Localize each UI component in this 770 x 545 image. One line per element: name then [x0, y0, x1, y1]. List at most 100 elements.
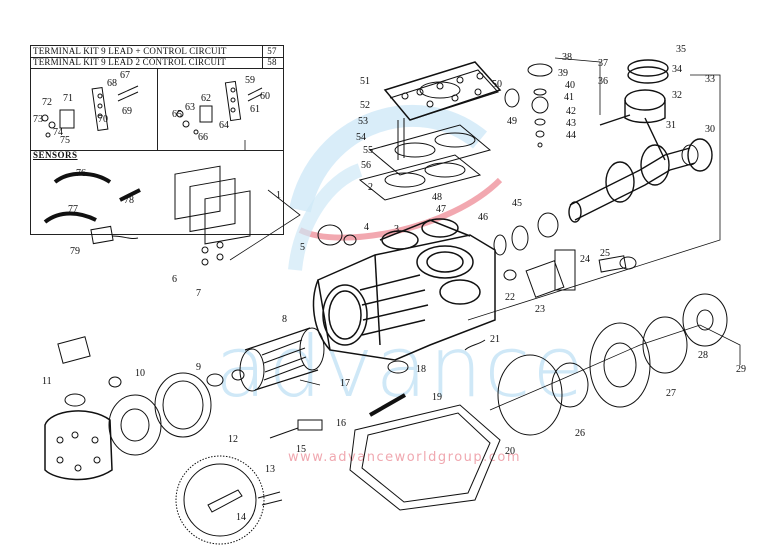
part-label-20: 20 [505, 446, 515, 457]
part-label-10: 10 [135, 368, 145, 379]
part-label-17: 17 [340, 378, 350, 389]
part-label-63: 63 [185, 102, 195, 113]
kit-row-part: 57 [262, 46, 281, 57]
base-gasket [349, 404, 501, 511]
kit-divider [157, 68, 158, 150]
terminal-plates [174, 165, 251, 266]
part-label-55: 55 [363, 145, 373, 156]
terminal-kit-2-control-parts [176, 80, 263, 135]
terminal-kit-9-lead-parts [41, 85, 139, 138]
part-label-26: 26 [575, 428, 585, 439]
part-label-3: 3 [394, 224, 399, 235]
part-label-19: 19 [432, 392, 442, 403]
part-label-69: 69 [122, 106, 132, 117]
part-label-15: 15 [296, 444, 306, 455]
misc-fittings [108, 224, 637, 439]
part-label-76: 76 [76, 168, 86, 179]
part-label-44: 44 [566, 130, 576, 141]
part-label-11: 11 [42, 376, 52, 387]
part-label-35: 35 [676, 44, 686, 55]
part-label-8: 8 [282, 314, 287, 325]
oil-pump-parts [497, 293, 728, 436]
part-label-50: 50 [492, 79, 502, 90]
kit-row-text: TERMINAL KIT 9 LEAD + CONTROL CIRCUIT [33, 46, 227, 56]
part-label-32: 32 [672, 90, 682, 101]
part-label-45: 45 [512, 198, 522, 209]
part-label-30: 30 [705, 124, 715, 135]
part-label-9: 9 [196, 362, 201, 373]
part-label-72: 72 [42, 97, 52, 108]
part-label-21: 21 [490, 334, 500, 345]
part-label-34: 34 [672, 64, 682, 75]
part-label-78: 78 [124, 195, 134, 206]
part-label-2: 2 [368, 182, 373, 193]
sensor-parts [43, 171, 141, 245]
part-label-5: 5 [300, 242, 305, 253]
kit-row-text: TERMINAL KIT 9 LEAD 2 CONTROL CIRCUIT [33, 57, 227, 67]
part-label-14: 14 [236, 512, 246, 523]
part-label-70: 70 [98, 114, 108, 125]
part-label-48: 48 [432, 192, 442, 203]
cylinder-head-cover [383, 61, 502, 121]
part-label-77: 77 [68, 204, 78, 215]
part-label-59: 59 [245, 75, 255, 86]
part-label-61: 61 [250, 104, 260, 115]
part-label-56: 56 [361, 160, 371, 171]
part-label-24: 24 [580, 254, 590, 265]
compressor-body [312, 218, 496, 361]
part-label-22: 22 [505, 292, 515, 303]
part-label-40: 40 [565, 80, 575, 91]
part-label-52: 52 [360, 100, 370, 111]
watermark-url: www.advanceworldgroup.com [288, 450, 522, 465]
part-label-67: 67 [120, 70, 130, 81]
part-label-16: 16 [336, 418, 346, 429]
part-label-12: 12 [228, 434, 238, 445]
part-label-4: 4 [364, 222, 369, 233]
part-label-68: 68 [107, 78, 117, 89]
part-label-74: 74 [53, 127, 63, 138]
part-label-18: 18 [416, 364, 426, 375]
part-label-1: 1 [276, 190, 281, 201]
part-label-46: 46 [478, 212, 488, 223]
sensors-title: SENSORS [33, 150, 78, 160]
kit-row-part: 58 [262, 57, 281, 68]
bearings [493, 144, 699, 256]
part-label-79: 79 [70, 246, 80, 257]
part-label-13: 13 [265, 464, 275, 475]
part-label-33: 33 [705, 74, 715, 85]
part-label-41: 41 [564, 92, 574, 103]
part-label-53: 53 [358, 116, 368, 127]
part-label-75: 75 [60, 135, 70, 146]
end-cover [44, 336, 212, 481]
small-parts-column [504, 63, 553, 148]
part-label-60: 60 [260, 91, 270, 102]
valve-plate-assembly [358, 118, 492, 201]
kit-divider [31, 150, 283, 151]
terminal-kit-panel: TERMINAL KIT 9 LEAD + CONTROL CIRCUIT 57… [30, 45, 284, 235]
oil-screen [175, 455, 283, 545]
part-label-42: 42 [566, 106, 576, 117]
kit-row-57: TERMINAL KIT 9 LEAD + CONTROL CIRCUIT 57 [31, 46, 283, 58]
part-label-49: 49 [507, 116, 517, 127]
part-label-51: 51 [360, 76, 370, 87]
part-label-6: 6 [172, 274, 177, 285]
part-label-54: 54 [356, 132, 366, 143]
part-label-65: 65 [172, 109, 182, 120]
part-label-39: 39 [558, 68, 568, 79]
part-label-28: 28 [698, 350, 708, 361]
part-label-37: 37 [598, 58, 608, 69]
part-label-31: 31 [666, 120, 676, 131]
part-label-66: 66 [198, 132, 208, 143]
crankshaft-and-piston [568, 59, 713, 223]
part-label-7: 7 [196, 288, 201, 299]
leader-lines [229, 57, 741, 411]
part-label-29: 29 [736, 364, 746, 375]
part-label-38: 38 [562, 52, 572, 63]
part-label-62: 62 [201, 93, 211, 104]
part-label-25: 25 [600, 248, 610, 259]
part-label-27: 27 [666, 388, 676, 399]
part-label-23: 23 [535, 304, 545, 315]
